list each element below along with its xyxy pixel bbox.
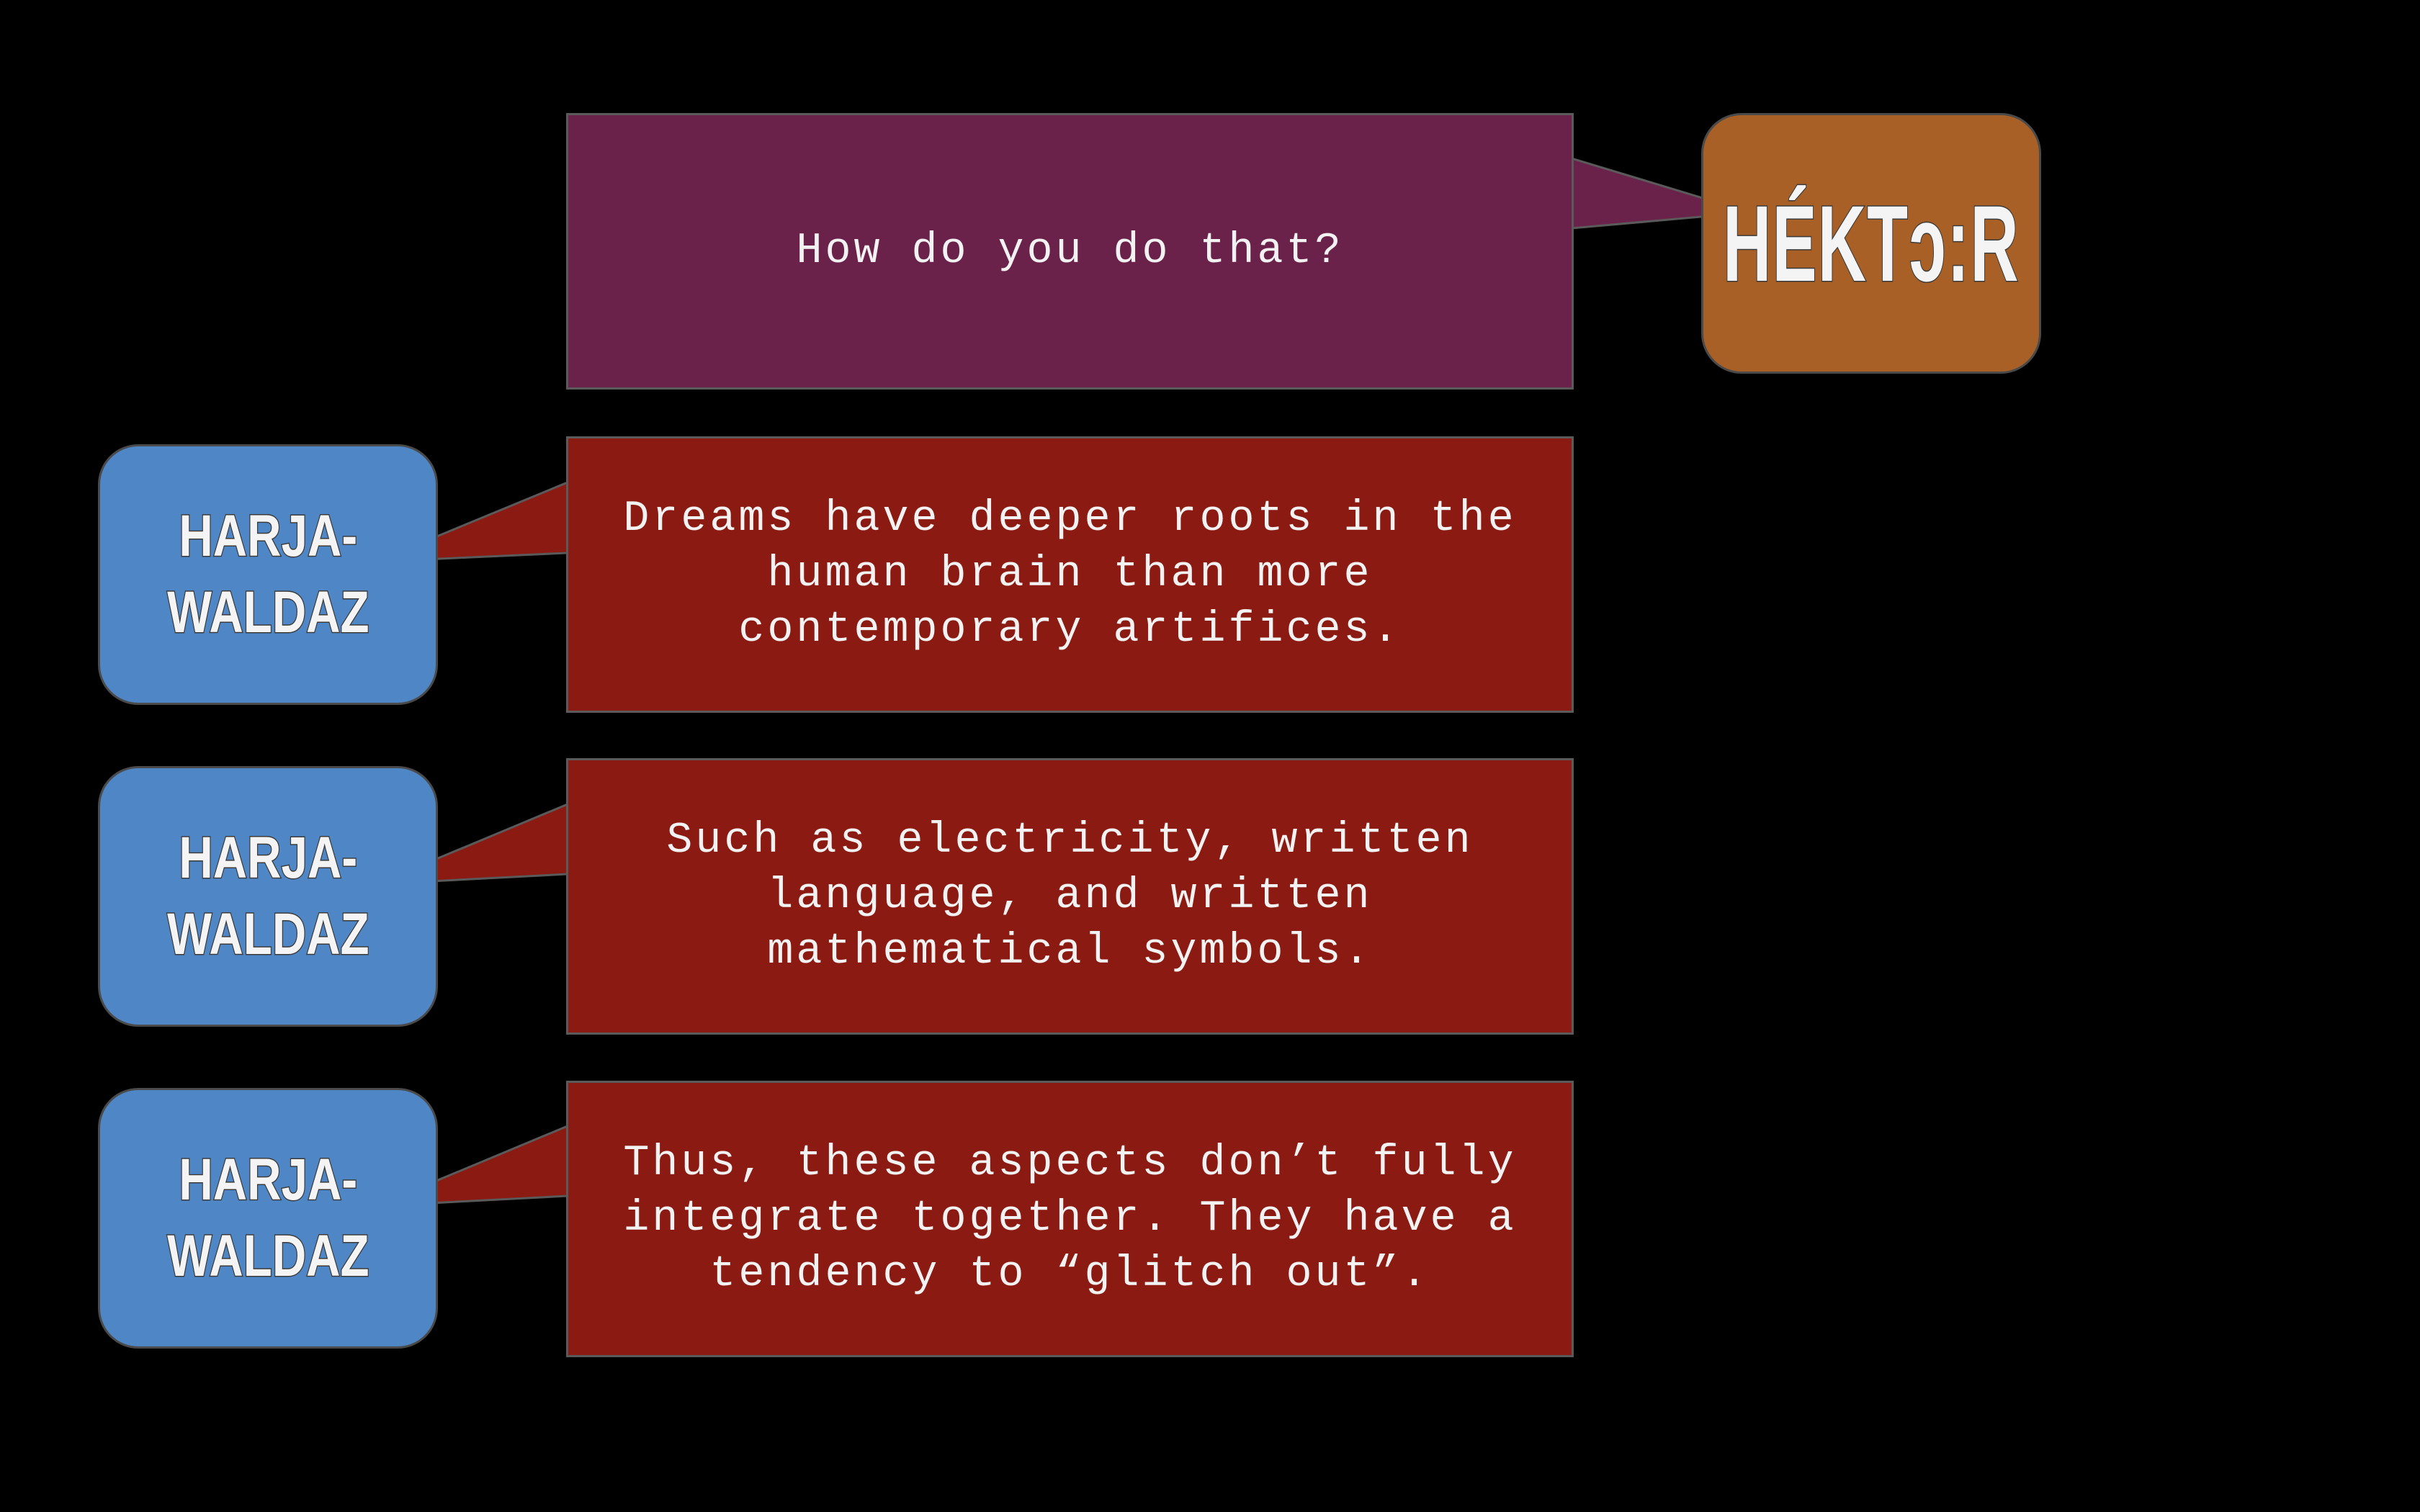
speech-bubble-question: How do you do that? xyxy=(566,113,1574,390)
speaker-name: HARJA- WALDAZ xyxy=(166,824,370,968)
speaker-badge-harjawaldaz: HARJA- WALDAZ xyxy=(98,766,438,1027)
speaker-name: HÉKTↄ:R xyxy=(1722,183,2020,304)
speech-bubble-answer: Thus, these aspects don’t fully integrat… xyxy=(566,1081,1574,1357)
speaker-badge-hektor: HÉKTↄ:R xyxy=(1701,113,2041,374)
speech-bubble-answer: Dreams have deeper roots in the human br… xyxy=(566,436,1574,713)
speech-bubble-answer: Such as electricity, written language, a… xyxy=(566,758,1574,1035)
speaker-name: HARJA- WALDAZ xyxy=(166,1146,370,1290)
speech-text: Thus, these aspects don’t fully integrat… xyxy=(623,1138,1517,1299)
speaker-badge-harjawaldaz: HARJA- WALDAZ xyxy=(98,444,438,705)
speaker-name: HARJA- WALDAZ xyxy=(166,503,370,647)
speech-text: Dreams have deeper roots in the human br… xyxy=(623,494,1517,654)
speech-text: Such as electricity, written language, a… xyxy=(666,816,1474,976)
speech-text: How do you do that? xyxy=(796,226,1344,276)
speaker-badge-harjawaldaz: HARJA- WALDAZ xyxy=(98,1088,438,1349)
